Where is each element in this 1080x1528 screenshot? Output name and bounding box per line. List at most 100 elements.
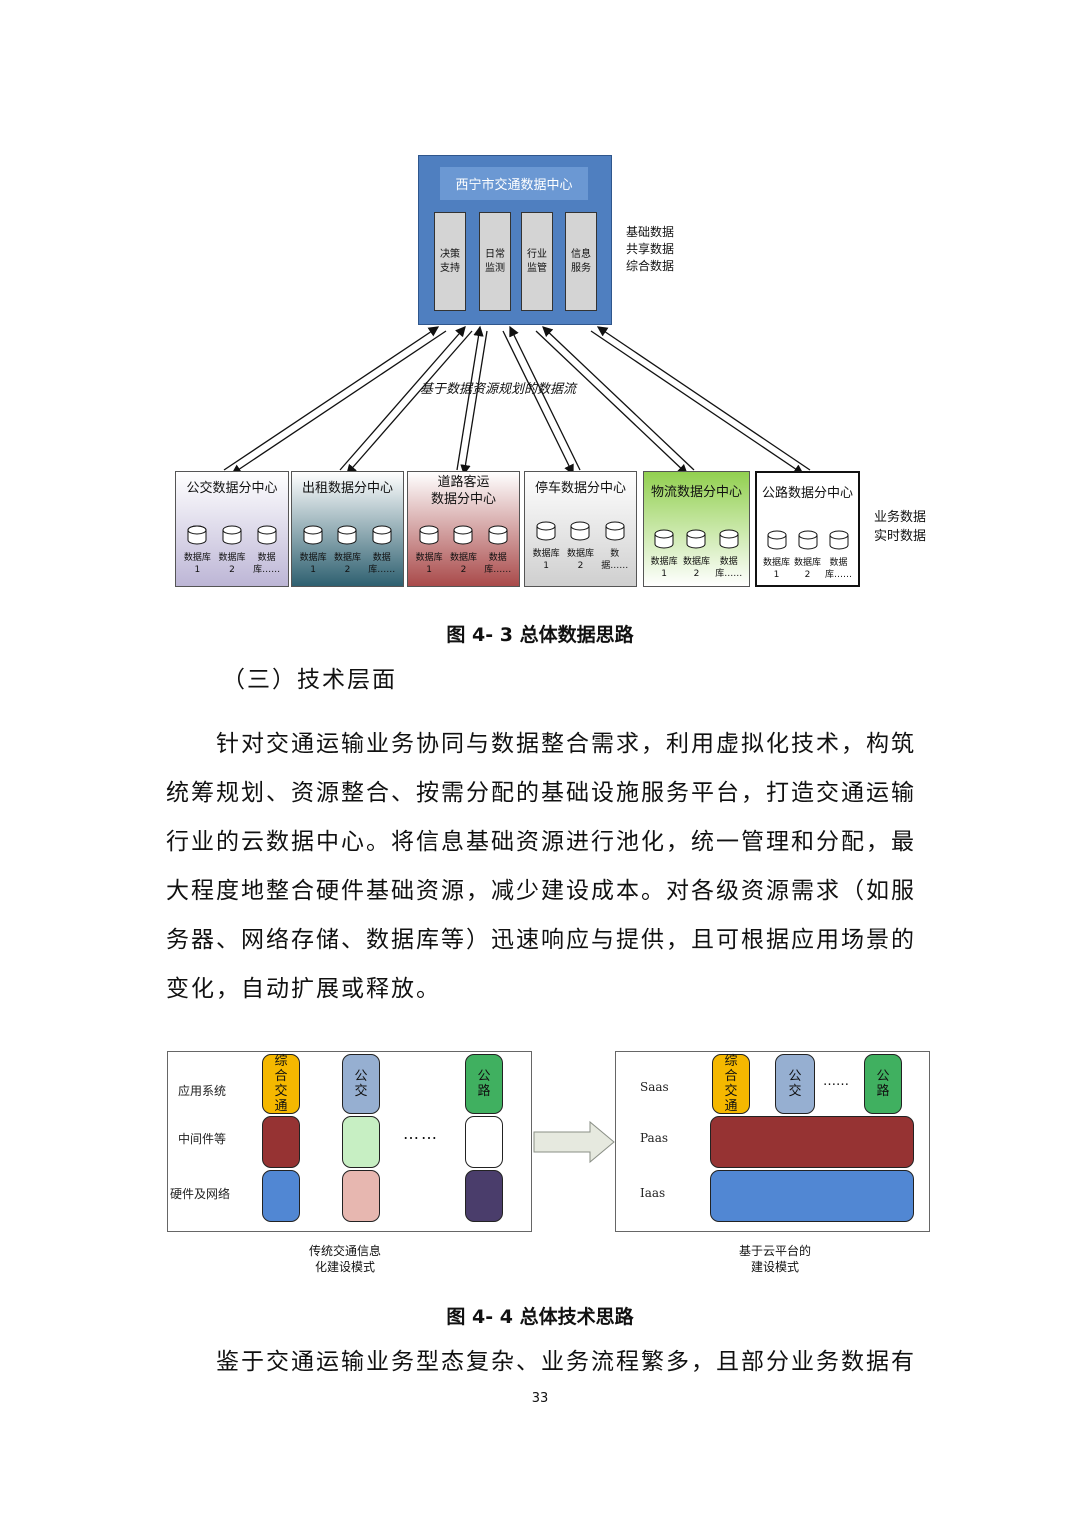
module-information-service: 信息 服务 — [565, 212, 597, 311]
arrow-parking-down — [502, 330, 574, 476]
figure-4-caption: 图 4- 4 总体技术思路 — [446, 1306, 634, 1328]
section-heading: （三）技术层面 — [222, 667, 397, 693]
database-label: 数据库 1 — [762, 558, 790, 580]
subcenter-taxi: 出租数据分中心 数据库 1 数据库 2 数据 库…… — [291, 471, 404, 587]
module-industry-supervision: 行业 监管 — [521, 212, 553, 311]
subcenter-title: 出租数据分中心 — [301, 481, 393, 496]
layer-label-application: 应用系统 — [178, 1084, 227, 1098]
paragraph-line: 变化，自动扩展或释放。 — [166, 976, 441, 1002]
paragraph-line: 针对交通运输业务协同与数据整合需求，利用虚拟化技术，构筑 — [216, 731, 916, 757]
database-label: 数据库 1 — [650, 557, 678, 579]
database-label: 数据库 1 — [415, 553, 443, 575]
data-type-integrated: 综合数据 — [626, 259, 675, 273]
database-icon — [654, 529, 674, 549]
data-flow-label: 基于数据资源规划的数据流 — [420, 382, 577, 397]
data-type-realtime: 实时数据 — [874, 529, 927, 544]
database-icon — [829, 530, 848, 550]
arrow-bus-down — [230, 330, 447, 475]
subcenter-title: 公交数据分中心 — [186, 481, 278, 496]
database-label: 数据库 2 — [449, 553, 477, 575]
database-label: 数据库 2 — [566, 549, 594, 571]
hardware-block-2 — [342, 1170, 380, 1222]
database-label: 数据库 1 — [532, 549, 560, 571]
database-icon — [453, 525, 473, 545]
iaas-layer — [710, 1170, 914, 1222]
arrow-taxi-down — [346, 330, 473, 475]
paas-layer — [710, 1116, 914, 1168]
body-paragraph: 针对交通运输业务协同与数据整合需求，利用虚拟化技术，构筑 统筹规划、资源整合、按… — [166, 720, 926, 1014]
arrow-road-up — [456, 325, 484, 471]
cloud-model-caption: 基于云平台的 建设模式 — [738, 1244, 811, 1274]
subcenter-title: 道路客运 数据分中心 — [430, 475, 496, 507]
saas-highway: 公 路 — [864, 1054, 902, 1114]
arrow-parking-up — [509, 325, 581, 471]
database-icon — [605, 521, 625, 541]
layer-label-saas: Saas — [640, 1080, 669, 1094]
transition-arrow-icon — [533, 1120, 615, 1164]
subcenter-highway: 公路数据分中心 数据库 1 数据库 2 数据 库…… — [755, 471, 860, 587]
database-label: 数据 库…… — [715, 557, 743, 579]
database-icon — [222, 525, 242, 545]
subcenter-logistics: 物流数据分中心 数据库 1 数据库 2 数据 库…… — [643, 471, 750, 587]
ellipsis-dots: …… — [403, 1124, 439, 1143]
database-label: 数据库 1 — [183, 553, 211, 575]
ellipsis-dots: …… — [823, 1074, 849, 1089]
subcenter-title: 物流数据分中心 — [650, 485, 742, 500]
layer-label-paas: Paas — [640, 1131, 669, 1145]
page-number: 33 — [531, 1391, 549, 1406]
paragraph-line: 务器、网络存储、数据库等）迅速响应与提供，且可根据应用场景的 — [166, 927, 916, 953]
subcenter-title: 公路数据分中心 — [761, 486, 853, 501]
data-type-business: 业务数据 — [874, 510, 927, 525]
layer-label-hardware: 硬件及网络 — [170, 1187, 231, 1201]
database-label: 数据库 2 — [218, 553, 246, 575]
figure-3-caption: 图 4- 3 总体数据思路 — [446, 624, 634, 646]
middleware-block-1 — [262, 1116, 300, 1168]
database-label: 数据 库…… — [253, 553, 281, 575]
paragraph-line: 大程度地整合硬件基础资源，减少建设成本。对各级资源需求（如服 — [166, 878, 916, 904]
arrow-road-down — [460, 330, 488, 476]
database-label: 数据库 2 — [682, 557, 710, 579]
traditional-model-caption: 传统交通信息 化建设模式 — [308, 1244, 381, 1274]
database-icon — [767, 530, 786, 550]
data-center-title: 西宁市交通数据中心 — [440, 167, 588, 200]
database-label: 数 据…… — [601, 549, 629, 571]
middleware-block-3 — [465, 1116, 503, 1168]
database-icon — [719, 529, 739, 549]
database-label: 数据库 1 — [299, 553, 327, 575]
database-icon — [187, 525, 207, 545]
data-flow-arrows — [223, 325, 811, 476]
database-icon — [257, 525, 277, 545]
database-icon — [419, 525, 439, 545]
database-label: 数据 库…… — [824, 558, 852, 580]
module-decision-support: 决策 支持 — [434, 212, 466, 311]
arrow-highway-up — [596, 326, 811, 471]
database-icon — [798, 530, 817, 550]
subcenter-parking: 停车数据分中心 数据库 1 数据库 2 数 据…… — [524, 471, 637, 587]
data-types-note: 基础数据 共享数据 综合数据 — [626, 224, 674, 275]
middleware-block-2 — [342, 1116, 380, 1168]
layer-label-iaas: Iaas — [640, 1186, 666, 1200]
database-icon — [536, 521, 556, 541]
arrow-logistics-down — [535, 330, 688, 475]
database-icon — [686, 529, 706, 549]
database-label: 数据库 2 — [793, 558, 821, 580]
database-icon — [303, 525, 323, 545]
app-integrated-transport: 综 合 交 通 — [262, 1054, 300, 1114]
hardware-block-3 — [465, 1170, 503, 1222]
business-data-note: 业务数据 实时数据 — [874, 508, 926, 546]
subcenter-title: 停车数据分中心 — [534, 481, 626, 496]
arrow-highway-down — [590, 330, 805, 475]
saas-integrated-transport: 综 合 交 通 — [712, 1054, 750, 1114]
arrow-bus-up — [223, 326, 440, 471]
database-icon — [337, 525, 357, 545]
database-label: 数据 库…… — [368, 553, 396, 575]
module-daily-monitoring: 日常 监测 — [479, 212, 511, 311]
database-icon — [372, 525, 392, 545]
continued-paragraph-line: 鉴于交通运输业务型态复杂、业务流程繁多，且部分业务数据有 — [216, 1349, 916, 1375]
database-label: 数据库 2 — [333, 553, 361, 575]
arrow-logistics-up — [542, 326, 695, 471]
app-highway: 公 路 — [465, 1054, 503, 1114]
subcenter-bus: 公交数据分中心 数据库 1 数据库 2 数据 库…… — [175, 471, 289, 587]
database-icon — [488, 525, 508, 545]
data-type-shared: 共享数据 — [626, 242, 675, 256]
